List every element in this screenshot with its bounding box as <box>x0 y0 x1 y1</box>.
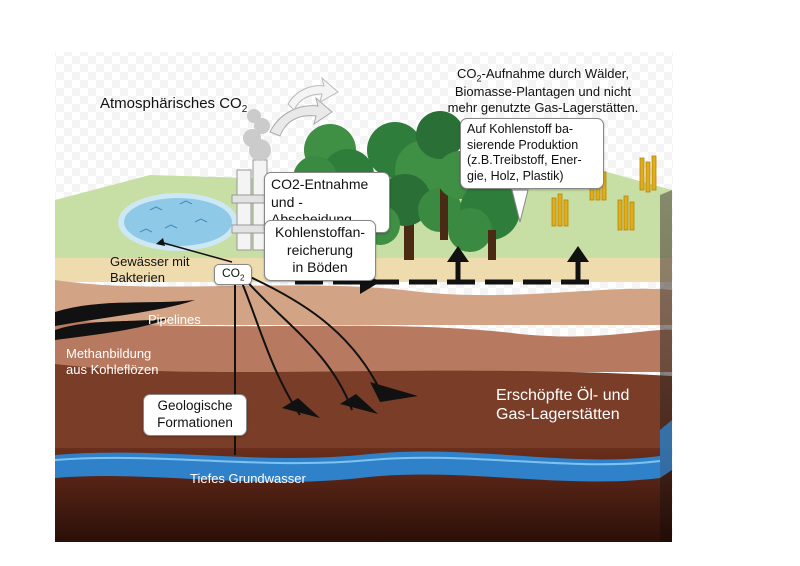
pipelines-label: Pipelines <box>148 312 201 327</box>
flow-up-arrowhead-2 <box>567 246 589 262</box>
coal-seam-1 <box>55 300 195 326</box>
uptake-subscript: 2 <box>476 73 482 84</box>
co2-badge-subscript: 2 <box>240 273 245 283</box>
geological-formations-callout: Geologische Formationen <box>143 394 247 436</box>
water-bacteria-label: Gewässer mit Bakterien <box>110 254 189 285</box>
methane-line-2: aus Kohleflözen <box>66 361 159 377</box>
soil-layer-light <box>55 280 672 325</box>
geo-line-2: Formationen <box>157 414 233 430</box>
depleted-reservoirs-label: Erschöpfte Öl- und Gas-Lagerstätten <box>496 386 629 424</box>
soil-enrichment-callout: Kohlenstoffan- reicherung in Böden <box>264 220 376 281</box>
soil-line-1: Kohlenstoffan- <box>274 224 366 240</box>
geo-line-1: Geologische <box>157 398 233 413</box>
soil-layer-dark <box>55 364 672 460</box>
uptake-rest-text: -Aufnahme durch Wälder, <box>481 66 629 81</box>
uptake-label: CO2-Aufnahme durch Wälder, Biomasse-Plan… <box>428 66 658 116</box>
soil-line-2: reicherung <box>286 241 354 258</box>
co2-release-arrow-2 <box>269 96 333 137</box>
capture-plant-column-1 <box>236 169 252 251</box>
uptake-line-2: Biomasse-Plantagen und nicht <box>454 84 632 100</box>
pond-water <box>124 198 232 246</box>
coal-seam-2 <box>55 318 170 340</box>
groundwater-label: Tiefes Grundwasser <box>190 471 306 486</box>
water-line-2: Bakterien <box>110 269 165 285</box>
atmospheric-co2-text: Atmosphärisches CO <box>100 95 242 112</box>
co2-badge-text: CO <box>222 266 240 280</box>
production-line-3: (z.B.Treibstoff, Ener- <box>467 153 582 168</box>
depleted-line-1: Erschöpfte Öl- und <box>496 387 630 404</box>
groundwater-band <box>55 451 660 482</box>
water-line-1: Gewässer mit <box>110 254 190 269</box>
methane-line-1: Methanbildung <box>66 346 152 361</box>
smoke <box>243 109 271 161</box>
flow-up-arrowhead-1 <box>447 246 469 262</box>
atmospheric-co2-subscript: 2 <box>241 104 248 115</box>
co2-release-arrow-1 <box>287 76 339 111</box>
production-line-1: Auf Kohlenstoff ba- <box>467 122 574 136</box>
uptake-co-text: CO <box>457 66 477 81</box>
depleted-line-2: Gas-Lagerstätten <box>496 406 620 424</box>
injection-lines <box>234 275 381 455</box>
production-line-2: sierende Produktion <box>467 137 579 152</box>
soil-line-3: in Böden <box>292 259 348 275</box>
production-callout: Auf Kohlenstoff ba- sierende Produktion … <box>460 118 604 189</box>
atmospheric-co2-label: Atmosphärisches CO2 <box>100 95 247 116</box>
injection-arrowheads <box>282 382 418 418</box>
uptake-line-3: mehr genutzte Gas-Lagerstätten. <box>447 99 639 115</box>
production-line-4: gie, Holz, Plastik) <box>467 168 564 183</box>
block-side <box>660 190 672 542</box>
capture-line-1: CO2-Entnahme <box>271 176 369 192</box>
methane-label: Methanbildung aus Kohleflözen <box>66 346 159 377</box>
uptake-line-1: CO2-Aufnahme durch Wälder, <box>428 66 658 84</box>
soil-layer-mid <box>55 318 672 372</box>
co2-badge: CO2 <box>214 264 253 286</box>
